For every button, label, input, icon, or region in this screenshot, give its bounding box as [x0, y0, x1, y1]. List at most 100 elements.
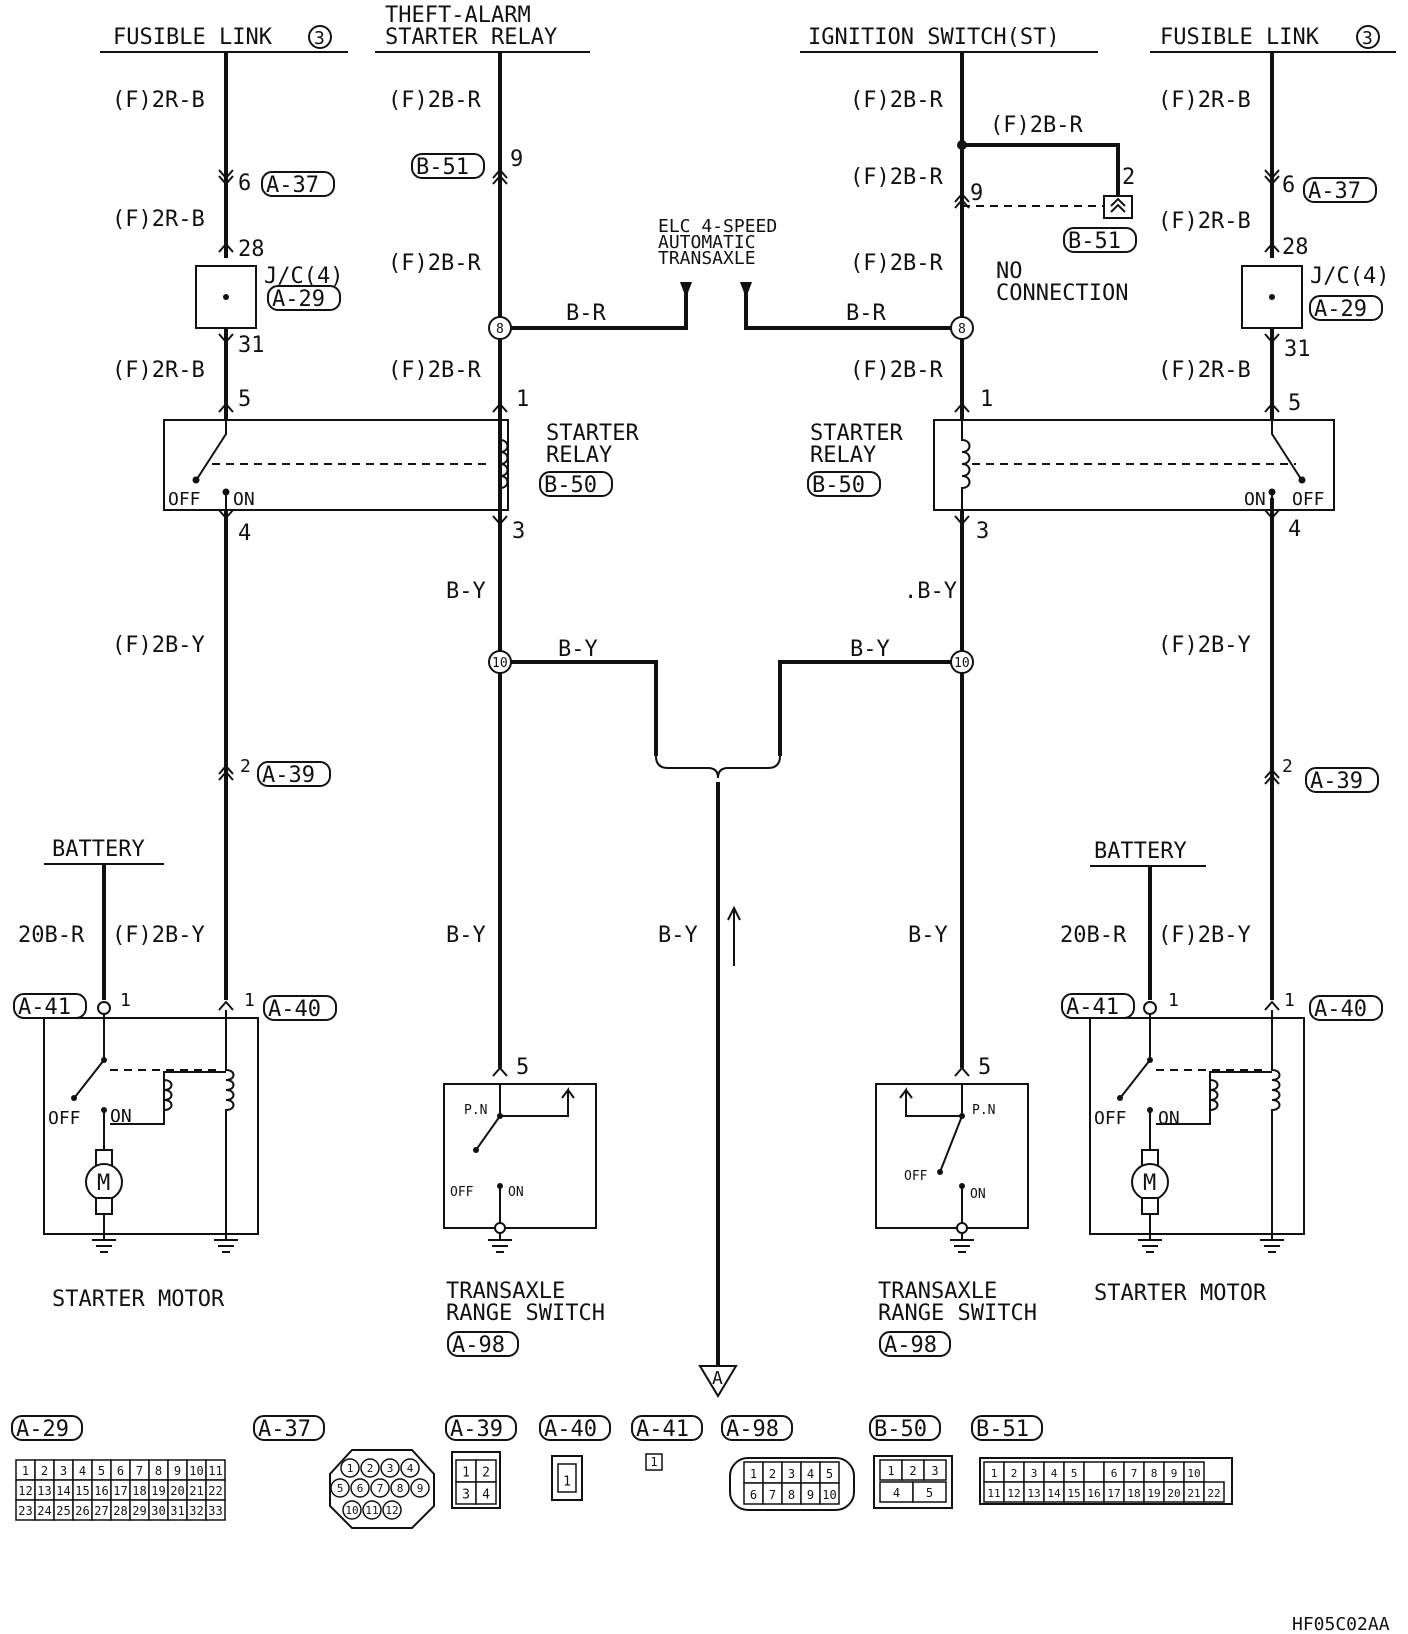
svg-text:A-98: A-98 [884, 1333, 937, 1358]
connector-pin-label: 17 [1107, 1487, 1120, 1500]
splice-8-left [488, 316, 512, 340]
elc-transaxle-label: ELC 4-SPEED AUTOMATIC TRANSAXLE [658, 216, 777, 269]
svg-text:31: 31 [238, 333, 265, 358]
svg-text:A-40: A-40 [268, 997, 321, 1022]
svg-text:FUSIBLE LINK: FUSIBLE LINK [113, 25, 273, 50]
svg-text:A-39: A-39 [1310, 769, 1363, 794]
svg-text:A-98: A-98 [452, 1333, 505, 1358]
connector-pin-label: 4 [1051, 1467, 1058, 1480]
svg-text:THEFT-ALARM: THEFT-ALARM [385, 3, 531, 28]
connector-pin-label: 20 [1167, 1487, 1180, 1500]
connector-pin-label: 13 [37, 1484, 51, 1498]
connector-pin-label: 5 [337, 1482, 344, 1495]
wire-label: (F)2B-R [850, 88, 943, 113]
transaxle-range-switch-left: P.N OFF ON TRANSAXLE RANGE SWITCH A-98 [443, 1083, 605, 1358]
connector-pin-label: 11 [365, 1504, 378, 1517]
connector-pin-label: 6 [357, 1482, 364, 1495]
svg-text:3: 3 [1362, 28, 1373, 49]
connector-pin-label: 8 [397, 1482, 404, 1495]
splice-10-left [488, 650, 512, 674]
wire-label: (F)2B-R [388, 358, 481, 383]
connector-pin-cell [380, 1458, 400, 1478]
circuit-right-fusible: (F)2R-B (F)2R-B (F)2R-B (F)2B-Y (F)2B-Y … [1158, 52, 1389, 1000]
svg-text:B-50: B-50 [544, 473, 597, 498]
svg-text:TRANSAXLE: TRANSAXLE [658, 248, 756, 269]
circuit-ignition-switch: (F)2B-R (F)2B-R (F)2B-R (F)2B-R (F)2B-R … [740, 52, 1135, 1080]
connector-pin-label: 20 [170, 1484, 184, 1498]
svg-text:B-50: B-50 [874, 1417, 927, 1442]
wire-label: .B-Y [904, 579, 957, 604]
connector-pin-label: 1 [991, 1467, 998, 1480]
wire-label: (F)2B-R [850, 358, 943, 383]
svg-text:IGNITION SWITCH(ST): IGNITION SWITCH(ST) [808, 25, 1060, 50]
svg-text:5: 5 [238, 387, 251, 412]
connector-pin-cell [340, 1458, 360, 1478]
connector-pin-label: 6 [750, 1488, 757, 1502]
svg-text:A-29: A-29 [1314, 297, 1367, 322]
svg-text:TRANSAXLE: TRANSAXLE [878, 1279, 997, 1304]
wire-label: B-Y [446, 923, 486, 948]
svg-text:STARTER MOTOR: STARTER MOTOR [52, 1287, 225, 1312]
svg-text:3: 3 [314, 28, 325, 49]
svg-text:AUTOMATIC: AUTOMATIC [658, 232, 756, 253]
svg-text:B-51: B-51 [1068, 229, 1121, 254]
connector-pin-cell [1083, 1461, 1105, 1483]
svg-text:BATTERY: BATTERY [52, 837, 145, 862]
wire-label: (F)2B-Y [1158, 923, 1251, 948]
svg-text:STARTER: STARTER [546, 421, 639, 446]
svg-text:A-37: A-37 [1308, 179, 1361, 204]
connector-pin-label: 19 [1147, 1487, 1160, 1500]
svg-text:ON: ON [233, 489, 255, 510]
connector-pin-cell [912, 1481, 947, 1503]
svg-text:STARTER: STARTER [810, 421, 903, 446]
wire-label: (F)2B-R [850, 251, 943, 276]
circuit-theft-alarm: (F)2B-R (F)2B-R (F)2B-R 9 1 3 B-Y B-Y 5 … [388, 52, 692, 1080]
connector-pin-label: 7 [1131, 1467, 1138, 1480]
connector-pin-label: 32 [189, 1504, 203, 1518]
wire-label: (F)2R-B [112, 207, 205, 232]
splice-10-right [950, 650, 974, 674]
connector-pin-label: 16 [1087, 1487, 1100, 1500]
connector-pin-label: 5 [926, 1486, 933, 1500]
svg-text:OFF: OFF [904, 1169, 928, 1184]
svg-text:B-51: B-51 [416, 155, 469, 180]
connector-pin-label: 16 [94, 1484, 108, 1498]
svg-text:ON: ON [970, 1187, 986, 1202]
svg-text:9: 9 [510, 147, 523, 172]
connector-pin-label: 26 [75, 1504, 89, 1518]
heading-theft-alarm-starter-relay: THEFT-ALARM STARTER RELAY [375, 3, 590, 53]
connector-pin-cell [362, 1500, 382, 1520]
connector-pin-label: 9 [807, 1488, 814, 1502]
svg-text:31: 31 [1284, 337, 1311, 362]
svg-text:9: 9 [970, 181, 983, 206]
connector-pin-label: 8 [155, 1464, 162, 1478]
svg-text:TRANSAXLE: TRANSAXLE [446, 1279, 565, 1304]
ground-icon [92, 1239, 238, 1253]
svg-text:A-41: A-41 [636, 1417, 689, 1442]
starter-relay-left: OFF ON STARTER RELAY [163, 419, 639, 511]
connector-pin-cell [923, 1459, 947, 1481]
svg-text:A-40: A-40 [1314, 997, 1367, 1022]
heading-ignition-switch: IGNITION SWITCH(ST) [800, 25, 1098, 53]
svg-text:OFF: OFF [450, 1185, 474, 1200]
wire-label: (F)2R-B [1158, 358, 1251, 383]
heading-fusible-link-left: FUSIBLE LINK 3 [100, 25, 348, 53]
svg-text:OFF: OFF [168, 489, 201, 510]
connector-pin-label: 3 [387, 1462, 394, 1475]
svg-text:5: 5 [978, 1055, 991, 1080]
connector-pin-cell [557, 1463, 577, 1493]
svg-text:28: 28 [238, 237, 265, 262]
connector-pin-label: 10 [1187, 1467, 1200, 1480]
svg-text:B-51: B-51 [976, 1417, 1029, 1442]
connector-pin-label: 21 [189, 1484, 203, 1498]
svg-text:A-39: A-39 [262, 763, 315, 788]
connector-pin-label: 22 [208, 1484, 222, 1498]
connector-pin-label: 3 [60, 1464, 67, 1478]
connector-pin-label: 1 [887, 1464, 894, 1478]
wire-label: B-Y [908, 923, 948, 948]
connector-pin-label: 12 [1007, 1487, 1020, 1500]
connector-pin-label: 15 [1067, 1487, 1080, 1500]
svg-text:A-40: A-40 [544, 1417, 597, 1442]
connector-pin-cell [819, 1482, 840, 1505]
